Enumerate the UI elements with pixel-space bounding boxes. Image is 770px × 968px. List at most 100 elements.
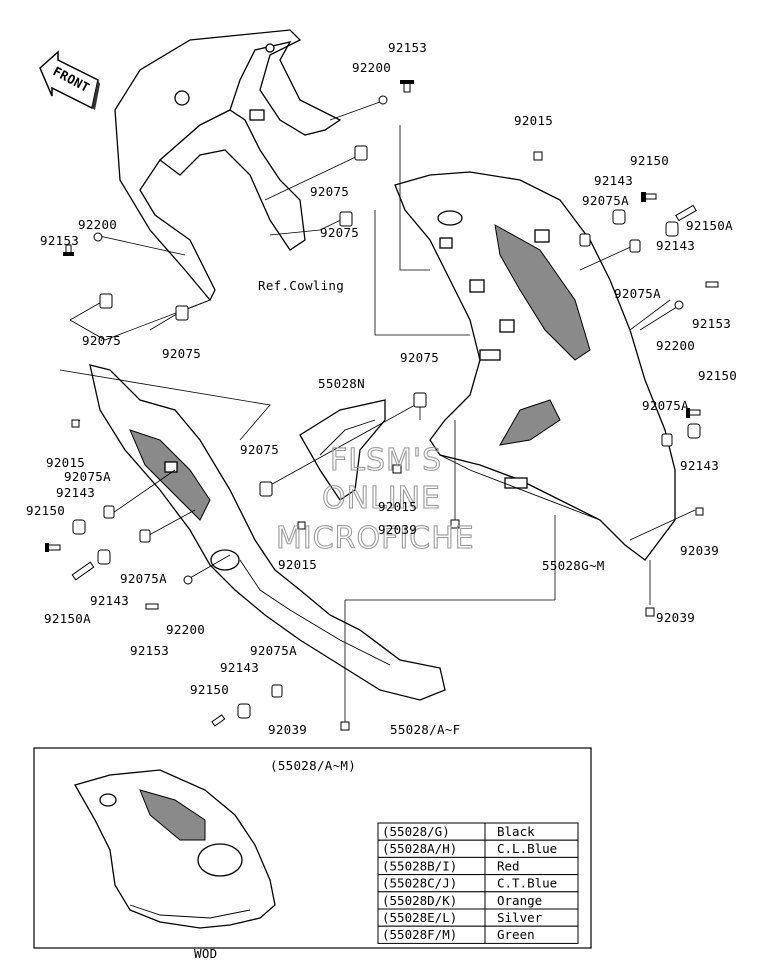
label-92150: 92150 [630, 153, 669, 168]
clip-92015-top [533, 151, 543, 161]
label-92143: 92143 [680, 458, 719, 473]
bolt-92039-m [450, 519, 460, 529]
nut-92143-r1 [612, 209, 626, 225]
label-92039: 92039 [268, 722, 307, 737]
label-92153: 92153 [40, 233, 79, 248]
grommet-92075-l1 [99, 293, 113, 309]
label-92143: 92143 [56, 485, 95, 500]
washer-92200-left [93, 232, 103, 242]
grommet-92075A-r1 [579, 233, 591, 247]
color-code: (55028E/L) [382, 910, 457, 925]
watermark-line-1: FLSM'S [330, 443, 442, 478]
color-code: (55028A/H) [382, 841, 457, 856]
inset-footer: WOD [194, 946, 217, 961]
label-92039: 92039 [656, 610, 695, 625]
washer-92200-b [183, 575, 193, 585]
watermark-line-3: MICROFICHE [276, 521, 475, 556]
label-92075A: 92075A [614, 286, 661, 301]
label-92075A: 92075A [64, 469, 111, 484]
right-fairing [394, 171, 676, 561]
label-92143: 92143 [220, 660, 259, 675]
color-name: C.T.Blue [497, 876, 557, 891]
color-table: (55028/G) Black (55028A/H) C.L.Blue (55028B/… [377, 822, 579, 944]
nut-92143-r3 [687, 423, 701, 439]
color-name: Green [497, 927, 535, 942]
label-92150: 92150 [190, 682, 229, 697]
label-92075A: 92075A [250, 643, 297, 658]
label-92200: 92200 [352, 60, 391, 75]
label-92153: 92153 [692, 316, 731, 331]
grommet-92075-c1 [354, 145, 368, 161]
label-55028G-M: 55028G~M [542, 558, 605, 573]
label-92075: 92075 [310, 184, 349, 199]
label-92039: 92039 [378, 522, 417, 537]
clip-92015-b [297, 521, 306, 530]
grommet-92075A-r2 [629, 239, 641, 253]
bolt-92153-r [705, 281, 719, 288]
grommet-92075-c2 [339, 211, 353, 227]
color-code: (55028C/J) [382, 876, 457, 891]
label-92150: 92150 [26, 503, 65, 518]
fasteners [45, 80, 719, 731]
bolt-92039-b [340, 721, 350, 731]
label-92143: 92143 [656, 238, 695, 253]
bolt-92039-r2 [695, 507, 704, 516]
washer-92200-r [674, 300, 684, 310]
grommet-92075-m2 [259, 481, 273, 497]
label-92015: 92015 [514, 113, 553, 128]
upper-cowling [114, 29, 342, 302]
grommet-92075A-l [103, 505, 115, 519]
label-92075A: 92075A [120, 571, 167, 586]
grommet-92075A-l2 [139, 529, 151, 543]
bolt-92150-r2 [686, 408, 701, 418]
nut-92143-l [72, 519, 86, 535]
color-code: (55028D/K) [382, 893, 457, 908]
bolt-92153-top [400, 80, 414, 93]
grommet-92075-m [413, 392, 427, 408]
label-92075A: 92075A [642, 398, 689, 413]
bolt-92150-r1 [641, 192, 657, 202]
label-92153: 92153 [130, 643, 169, 658]
bolt-92150A-l [71, 561, 95, 581]
lower-left-fairing [89, 364, 446, 701]
washer-92200-top [378, 95, 388, 105]
label-92143: 92143 [90, 593, 129, 608]
label-92143: 92143 [594, 173, 633, 188]
nut-92143-l2 [97, 549, 111, 565]
label-92150A: 92150A [686, 218, 733, 233]
label-92075: 92075 [400, 350, 439, 365]
color-code: (55028/G) [382, 824, 450, 839]
nut-92143-r2 [665, 221, 679, 237]
label-92039: 92039 [680, 543, 719, 558]
grommet-92075-l2 [175, 305, 189, 321]
bolt-92039-r [645, 607, 655, 617]
color-name: Black [497, 824, 535, 839]
label-92015: 92015 [278, 557, 317, 572]
color-table-row [377, 925, 579, 944]
label-92150: 92150 [698, 368, 737, 383]
color-name: Red [497, 858, 520, 873]
inner-panel-55028N [299, 399, 386, 501]
label-92075: 92075 [162, 346, 201, 361]
grommet-92075A-b [271, 684, 283, 698]
label-92015: 92015 [378, 499, 417, 514]
nut-92143-b [237, 703, 251, 719]
watermark-line-2: ONLINE [322, 481, 441, 516]
color-code: (55028B/I) [382, 858, 457, 873]
color-name: C.L.Blue [497, 841, 557, 856]
label-92075A: 92075A [582, 193, 629, 208]
part-labels: 92153 92200 92015 92150 92143 92075A 922… [26, 40, 737, 737]
label-ref-cowling: Ref.Cowling [258, 278, 344, 293]
label-92200: 92200 [166, 622, 205, 637]
bolt-92153-b [145, 603, 159, 610]
label-92200: 92200 [78, 217, 117, 232]
bolt-92150A-r [675, 204, 697, 222]
label-55028-A-F: 55028/A~F [390, 722, 460, 737]
bolt-92153-left [63, 244, 74, 256]
clip-92015-m [392, 464, 402, 474]
label-92153: 92153 [388, 40, 427, 55]
color-name: Silver [497, 910, 543, 925]
label-55028N: 55028N [318, 376, 365, 391]
label-92150A: 92150A [44, 611, 91, 626]
label-92075: 92075 [82, 333, 121, 348]
